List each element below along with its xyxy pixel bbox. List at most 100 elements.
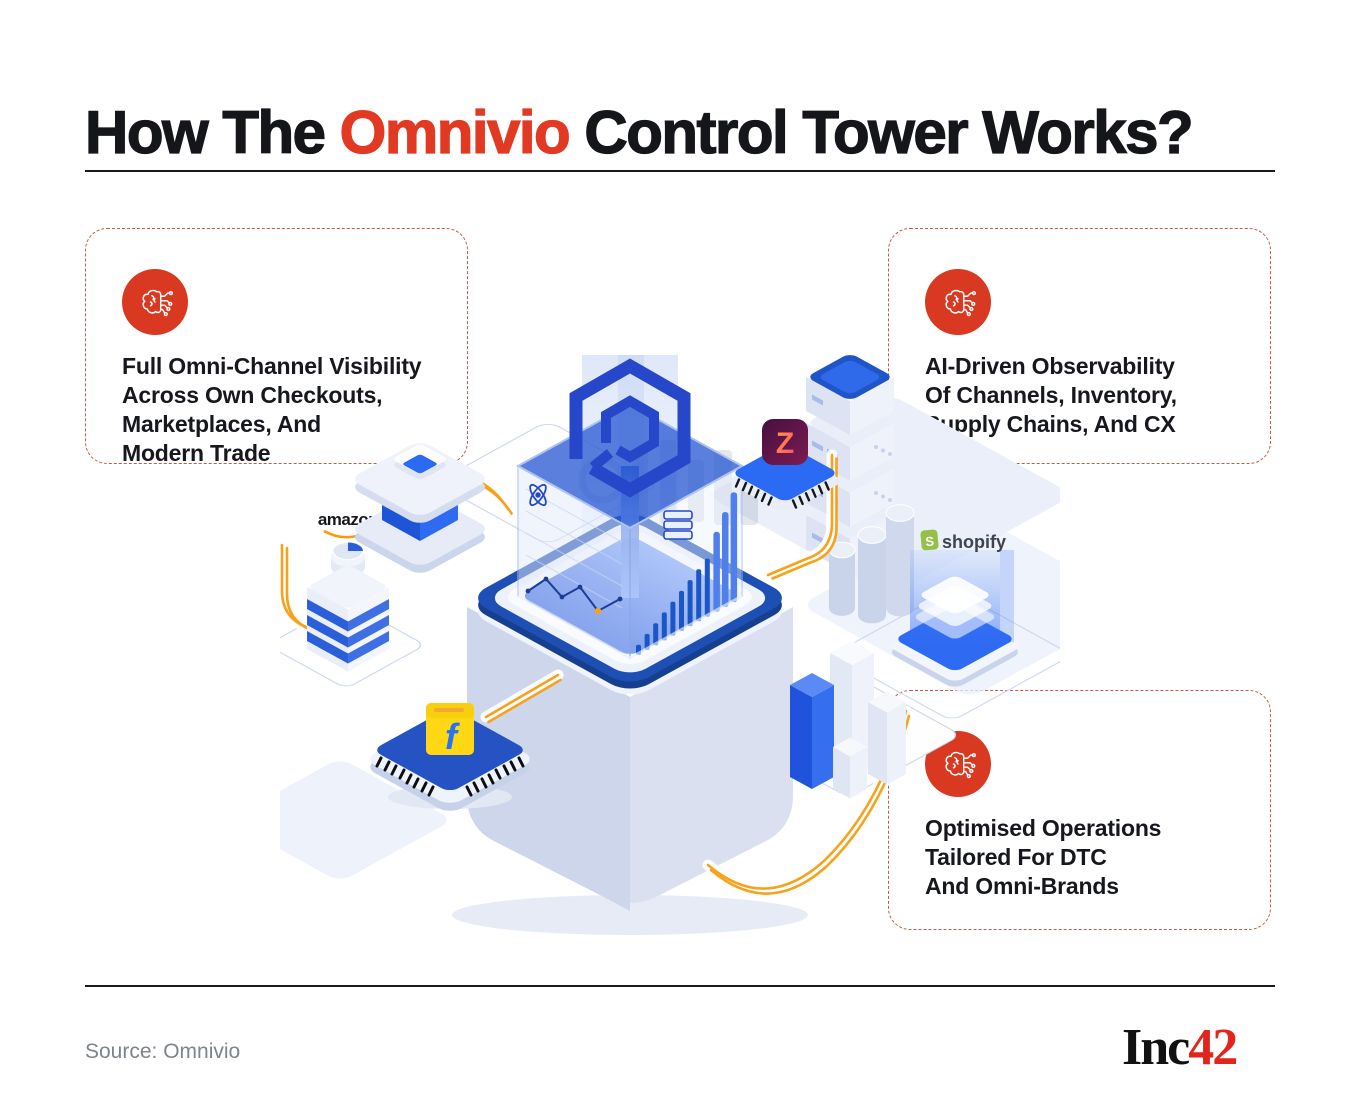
shopify-bag-icon	[920, 529, 939, 551]
title-suffix: Control Tower Works?	[569, 99, 1195, 167]
line-chart	[525, 576, 623, 615]
shopify-platform-top	[898, 607, 1012, 671]
card-line: And Omni-Brands	[925, 873, 1119, 899]
server-unit	[806, 447, 894, 527]
card-line: Marketplaces, And	[122, 411, 321, 437]
inc42-logo-black: Inc	[1122, 1019, 1190, 1076]
card-line: Modern Trade	[122, 440, 271, 466]
zepto-letter: Z	[776, 427, 794, 460]
shopify-base-rim	[892, 611, 1018, 681]
amazon-striped-stack	[307, 566, 389, 672]
cube-left-wall	[517, 464, 631, 660]
platform-body	[467, 607, 793, 903]
database-icon	[663, 510, 693, 540]
platform-inner-ring	[494, 523, 766, 673]
platform-rim	[478, 514, 782, 682]
flipkart-bag-icon: f	[426, 703, 474, 757]
chip-shadow	[388, 785, 512, 809]
shopify-base-side	[892, 617, 1018, 687]
bar-white-tall	[830, 641, 874, 777]
floor-tile	[280, 761, 447, 879]
card-line: Supply Chains, And CX	[925, 411, 1176, 437]
page-title: How The Omnivio Control Tower Works?	[84, 98, 1195, 167]
cable	[762, 449, 838, 581]
amazon-smile-arrow	[367, 525, 376, 535]
brain-circuit-icon	[925, 731, 991, 797]
chip-pins	[375, 756, 525, 797]
chip-top	[377, 709, 523, 791]
flipkart-letter: f	[445, 716, 460, 757]
title-prefix: How The	[84, 99, 340, 167]
amazon-floor-tile	[280, 603, 422, 687]
floor-tile	[807, 515, 1060, 695]
platform-body-left	[467, 607, 630, 911]
amazon-wordmark: amazon	[318, 510, 378, 529]
cable	[280, 539, 351, 655]
platform-lip	[478, 527, 782, 695]
amazon-pie-cylinder	[331, 542, 365, 577]
card-text-visibility: Full Omni-Channel Visibility Across Own …	[122, 352, 447, 468]
platform-inner-white	[508, 529, 752, 665]
chip-top	[735, 445, 835, 501]
brain-circuit-icon	[122, 269, 188, 335]
shopify-unit: S shopify	[892, 529, 1018, 687]
card-line: Full Omni-Channel Visibility	[122, 353, 422, 379]
amazon-smile	[323, 528, 371, 539]
server-unit	[806, 401, 894, 481]
card-text-observability: AI-Driven Observability Of Channels, Inv…	[925, 352, 1250, 439]
card-line: Optimised Operations	[925, 815, 1162, 841]
brain-circuit-glyph	[142, 289, 174, 317]
platform-rim-side	[478, 521, 782, 689]
card-omnichannel-visibility: Full Omni-Channel Visibility Across Own …	[85, 228, 468, 466]
data-funnel	[621, 466, 639, 598]
omnivio-hexagon-logo	[569, 358, 691, 498]
amazon-unit: amazon	[307, 510, 389, 672]
cable	[702, 705, 912, 895]
flipkart-chip: f	[370, 703, 530, 811]
card-line: AI-Driven Observability	[925, 353, 1175, 379]
chip-pins	[734, 478, 830, 509]
platform-shadow	[452, 895, 808, 935]
card-ai-observability: AI-Driven Observability Of Channels, Inv…	[888, 228, 1271, 464]
floor-tile-outline	[440, 423, 656, 543]
control-tower-platform	[452, 514, 808, 935]
server-unit-top	[806, 355, 894, 435]
brain-circuit-glyph	[945, 289, 977, 317]
pie-slice	[348, 542, 363, 551]
atom-icon	[529, 483, 547, 507]
hologram-layer	[915, 595, 995, 639]
highlight-point	[594, 607, 602, 615]
bar-chart	[636, 492, 738, 655]
hologram-layer	[921, 576, 989, 614]
hologram-layer	[918, 586, 992, 626]
cable	[480, 669, 564, 724]
cube-bottom-edge	[517, 594, 743, 660]
zepto-chip: Z	[730, 419, 840, 511]
server-tower	[806, 355, 894, 573]
cube-right-wall	[629, 464, 743, 660]
cable	[452, 465, 514, 515]
inc42-logo: Inc42	[1122, 1018, 1238, 1077]
ghost-charts	[430, 440, 758, 752]
hologram-column	[910, 550, 1000, 642]
shopify-logo: S shopify	[920, 529, 1006, 552]
source-caption: Source: Omnivio	[85, 1040, 241, 1063]
shopify-wordmark: shopify	[942, 532, 1006, 552]
panel-rules	[525, 488, 623, 609]
cube-top-rim	[515, 402, 745, 530]
data-cylinders	[828, 504, 915, 624]
card-text-operations: Optimised Operations Tailored For DTC An…	[925, 814, 1250, 901]
card-line: Across Own Checkouts,	[122, 382, 383, 408]
card-line: Of Channels, Inventory,	[925, 382, 1177, 408]
connection-cables	[280, 449, 912, 895]
zepto-tile	[762, 419, 808, 465]
hologram-side	[1000, 550, 1014, 642]
platform-floor	[524, 538, 736, 654]
shopify-bag-letter: S	[925, 534, 935, 550]
card-line: Tailored For DTC	[925, 844, 1107, 870]
footer-divider	[85, 985, 1275, 987]
card-optimised-operations: Optimised Operations Tailored For DTC An…	[888, 690, 1271, 930]
inc42-logo-red: 42	[1188, 1019, 1238, 1076]
brain-circuit-icon	[925, 269, 991, 335]
amazon-logo: amazon	[318, 510, 379, 539]
